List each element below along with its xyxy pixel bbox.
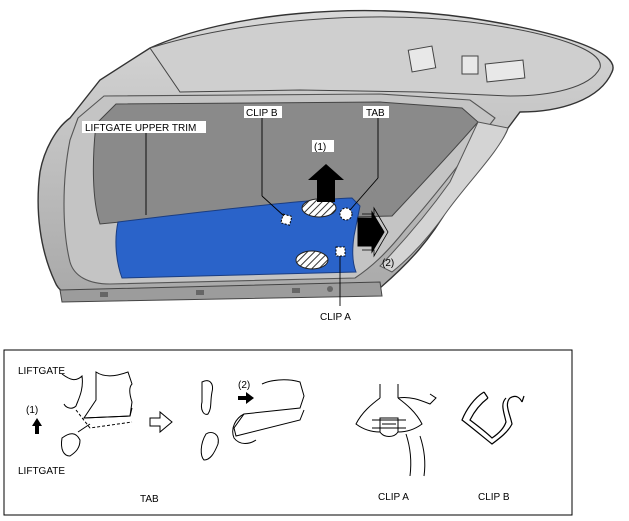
clip-a-marker <box>335 246 346 257</box>
hinge-detail <box>407 45 526 83</box>
detail-step2-label: (2) <box>238 380 250 391</box>
detail-panel: LIFTGATE (1) LIFTGATE (2) CLIP A <box>3 349 573 516</box>
liftgate-lower-rim <box>59 281 383 303</box>
tab-label: TAB <box>366 108 385 119</box>
detail-step1-label: (1) <box>26 405 38 416</box>
trim-dashed-edge <box>75 409 133 429</box>
clip-a-label: CLIP A <box>320 312 351 323</box>
detail-liftgate-bottom-label: LIFTGATE <box>18 466 65 477</box>
step1-up-arrow <box>308 164 344 202</box>
step2-right-arrow-outline <box>362 206 389 258</box>
leader-lines <box>145 118 379 306</box>
tab-detail-before <box>61 371 133 457</box>
step1-label-box <box>312 140 334 152</box>
lower-rim-holes <box>100 286 333 297</box>
step2-label: (2) <box>382 258 394 269</box>
clip-b-label-box <box>244 106 282 118</box>
clip-b-detail-label: CLIP B <box>478 492 510 503</box>
clip-b-label: CLIP B <box>246 108 278 119</box>
step1-label: (1) <box>314 142 326 153</box>
step2-right-arrow <box>357 210 385 254</box>
tab-label-box <box>363 106 389 118</box>
trim-label-box <box>82 121 206 133</box>
liftgate-main-view: LIFTGATE UPPER TRIM CLIP B TAB (1) (2) C… <box>37 9 614 323</box>
right-pillar <box>379 121 509 273</box>
hand-position-lower <box>295 250 329 270</box>
tab-marker <box>339 207 353 221</box>
clip-b-marker <box>280 213 293 226</box>
clip-b-detail <box>461 391 525 445</box>
clip-a-detail <box>355 384 437 477</box>
trim-label: LIFTGATE UPPER TRIM <box>85 123 196 134</box>
tab-detail-right-arrow <box>238 392 254 404</box>
clip-a-detail-label: CLIP A <box>378 492 409 503</box>
tab-detail-up-arrow <box>32 418 42 434</box>
tab-detail-after <box>200 379 305 461</box>
detail-liftgate-top-label: LIFTGATE <box>18 366 65 377</box>
tab-detail-label: TAB <box>140 494 159 505</box>
transition-arrow <box>149 410 173 434</box>
